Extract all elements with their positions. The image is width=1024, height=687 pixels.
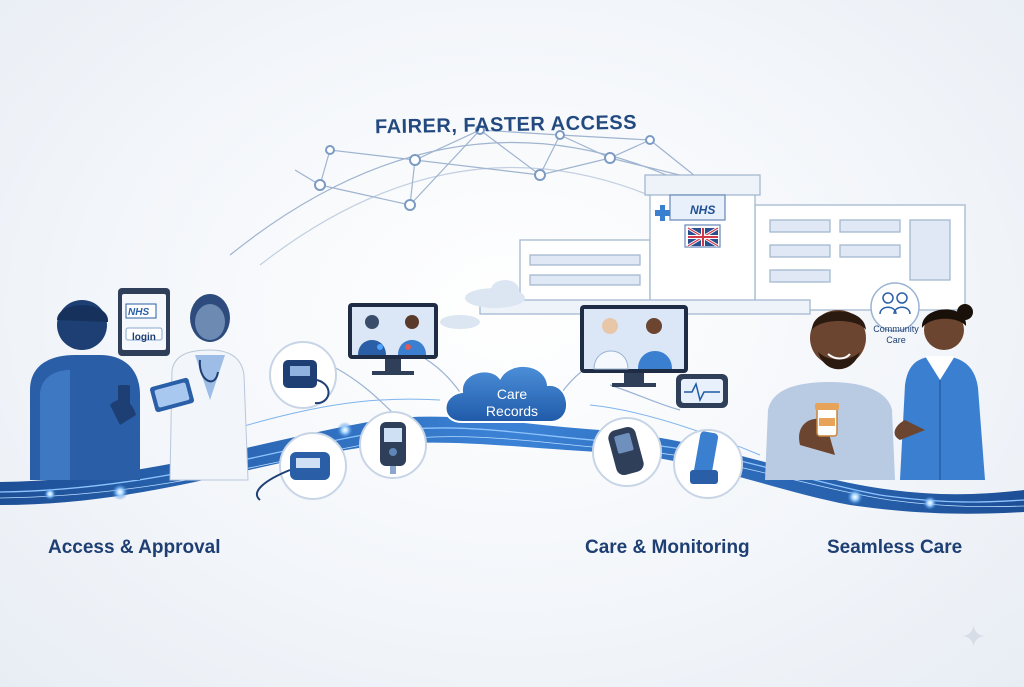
video-consultation-monitor-left xyxy=(348,303,438,375)
nhs-login-tablet xyxy=(118,288,170,356)
blood-pressure-cuff xyxy=(269,341,337,409)
headline: FAIRER, FASTER ACCESS xyxy=(374,111,638,139)
glucose-meter xyxy=(359,411,427,479)
cloud-label-line1: Care xyxy=(496,386,528,402)
network-nodes xyxy=(314,125,655,211)
cloud-label-line2: Records xyxy=(485,403,539,419)
patient-with-phone xyxy=(30,300,140,480)
stage-label-monitoring: Care & Monitoring xyxy=(585,537,750,558)
decorative-clouds xyxy=(440,280,525,329)
medical-cross-icon xyxy=(655,205,670,221)
community-care-badge xyxy=(870,282,920,332)
inhaler xyxy=(673,429,743,499)
video-consultation-monitor-right xyxy=(580,305,688,387)
medication-bottle-icon xyxy=(815,403,839,437)
hospital-building xyxy=(479,174,966,315)
cloud-label: Care Records xyxy=(462,386,562,420)
heart-rate-monitor xyxy=(676,374,728,408)
stage-label-seamless: Seamless Care xyxy=(827,537,963,558)
tablet-login-button: login xyxy=(132,332,156,343)
community-care-label: Community Care xyxy=(873,324,919,345)
hospital-sign: NHS xyxy=(690,203,716,217)
pulse-oximeter xyxy=(592,417,662,487)
nurse xyxy=(894,304,985,480)
blood-pressure-monitor xyxy=(255,432,347,501)
uk-flag-icon xyxy=(687,226,719,248)
tablet-brand: NHS xyxy=(128,307,150,318)
sparkle-icon: ✦ xyxy=(961,621,987,654)
care-records-cloud xyxy=(444,364,568,423)
doctor-with-tablet xyxy=(149,294,249,481)
stage-label-access: Access & Approval xyxy=(48,537,221,558)
